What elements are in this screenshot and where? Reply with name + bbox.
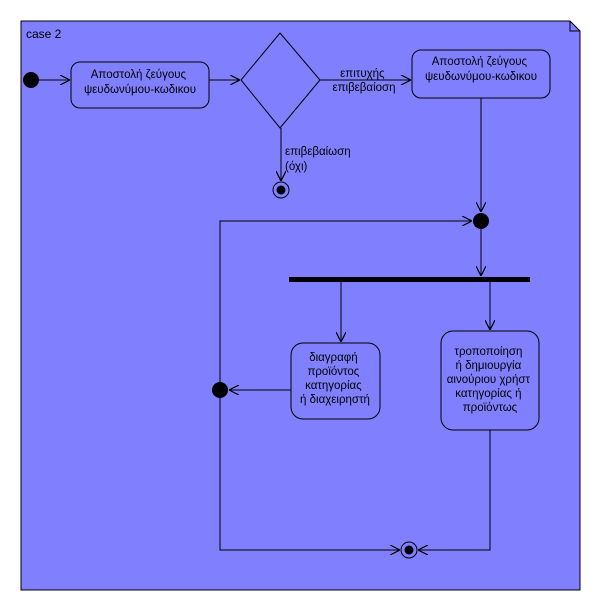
action-send-credentials-1-text: Αποστολή ζεύγους ψευδωνύμου-κωδικου bbox=[84, 69, 196, 96]
action-modify-or-create-text: τροποποίηση ή δημιουργία αινούριου χρήστ… bbox=[447, 346, 533, 414]
case-frame bbox=[20, 20, 581, 591]
case-frame-title: case 2 bbox=[26, 27, 62, 41]
final-node-end bbox=[400, 541, 418, 559]
merge-node bbox=[473, 213, 489, 229]
initial-node bbox=[23, 72, 39, 88]
action-delete-item-text: διαγραφή προϊόντος κατηγορίας ή διαχειρη… bbox=[300, 352, 370, 406]
case-frame-fold bbox=[569, 21, 580, 32]
edge-modify-to-final bbox=[418, 430, 491, 550]
decision-node bbox=[240, 32, 321, 129]
fork-bar bbox=[289, 277, 530, 282]
edge-label-success: επιτυχής επιβεβαίοση bbox=[332, 68, 395, 94]
action-delete-item bbox=[290, 342, 381, 420]
edge-loop-to-merge bbox=[219, 221, 472, 382]
final-node-fail-inner bbox=[276, 185, 286, 195]
final-node-end-inner bbox=[404, 545, 414, 555]
edge-left-to-final bbox=[219, 398, 400, 550]
action-send-credentials-1 bbox=[70, 61, 210, 109]
final-node-fail bbox=[272, 181, 290, 199]
merge-node-left bbox=[212, 382, 228, 398]
action-send-credentials-2-text: Αποστολή ζεύγους ψευδωνύμου-κωδικου bbox=[425, 56, 537, 83]
edge-label-fail: επιβεβαίωση (όχι) bbox=[285, 146, 354, 173]
